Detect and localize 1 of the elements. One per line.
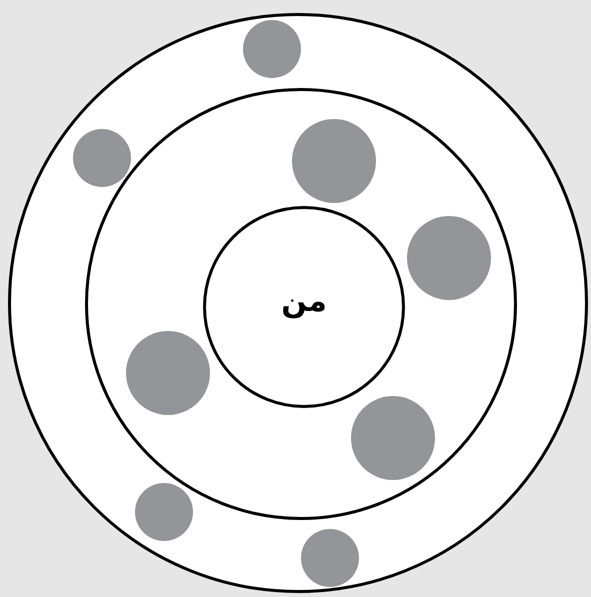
center-label: من bbox=[281, 287, 327, 317]
